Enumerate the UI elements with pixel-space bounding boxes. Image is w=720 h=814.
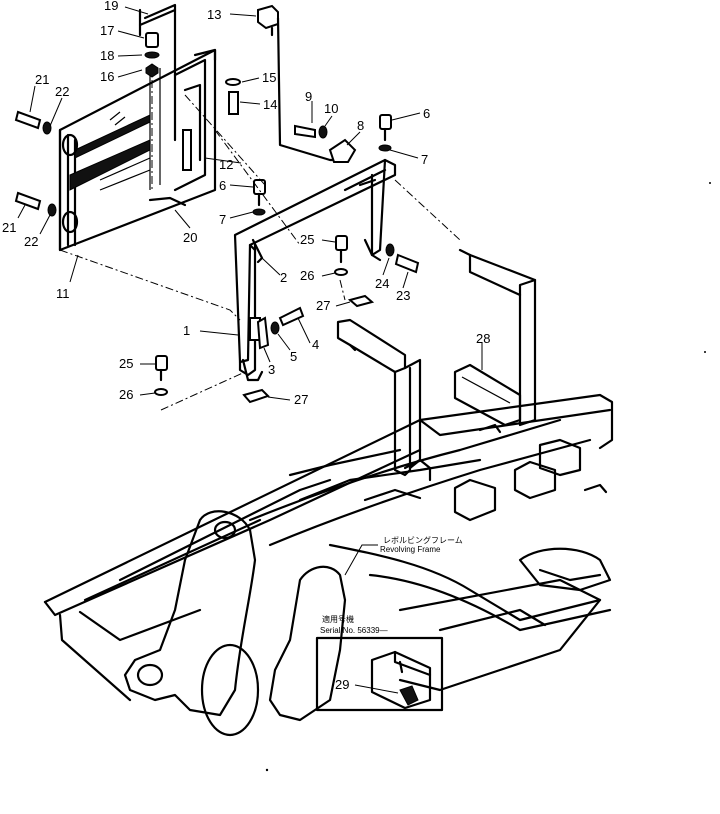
callout-3: 3 <box>268 362 275 377</box>
callout-27-top: 27 <box>316 298 330 313</box>
leader-lines <box>17 6 483 694</box>
callout-5: 5 <box>290 349 297 364</box>
callout-14: 14 <box>263 97 277 112</box>
callout-21-top: 21 <box>35 72 49 87</box>
rear-support <box>336 248 537 477</box>
callout-16: 16 <box>100 69 114 84</box>
callout-25-bottom: 25 <box>119 356 133 371</box>
frame-label-en: Revolving Frame <box>380 545 441 554</box>
revolving-frame <box>43 393 614 737</box>
lock-rod-19 <box>138 3 177 142</box>
inset-title-jp: 適用号機 <box>322 614 354 624</box>
scan-dots <box>265 182 711 772</box>
main-frame-1 <box>233 158 397 382</box>
callout-27-bottom: 27 <box>294 392 308 407</box>
callout-18: 18 <box>100 48 114 63</box>
callout-4: 4 <box>312 337 319 352</box>
callout-17: 17 <box>100 23 114 38</box>
frame-label-jp: レボルビングフレーム <box>383 535 463 545</box>
callout-20: 20 <box>183 230 197 245</box>
callout-22-bottom: 22 <box>24 234 38 249</box>
callout-21-bottom: 21 <box>2 220 16 235</box>
callout-8: 8 <box>357 118 364 133</box>
callout-10: 10 <box>324 101 338 116</box>
callout-29: 29 <box>335 677 349 692</box>
callout-19: 19 <box>104 0 118 13</box>
door-panel-11 <box>58 48 217 252</box>
callout-7-right: 7 <box>421 152 428 167</box>
callout-7-left: 7 <box>219 212 226 227</box>
plate-28 <box>453 363 522 427</box>
callout-22-top: 22 <box>55 84 69 99</box>
inset-serial: Serial No. 56339— <box>320 626 388 635</box>
inset-box: 適用号機 Serial No. 56339— <box>315 614 444 712</box>
frame-label: レボルビングフレーム Revolving Frame <box>344 535 463 576</box>
callout-26-top: 26 <box>300 268 314 283</box>
callout-24: 24 <box>375 276 389 291</box>
callout-2: 2 <box>280 270 287 285</box>
callout-6-left: 6 <box>219 178 226 193</box>
callout-15: 15 <box>262 70 276 85</box>
callouts: 1 2 3 4 5 6 6 7 7 8 9 10 11 12 13 14 15 … <box>2 0 490 692</box>
callout-26-bottom: 26 <box>119 387 133 402</box>
callout-25-top: 25 <box>300 232 314 247</box>
callout-23: 23 <box>396 288 410 303</box>
callout-13: 13 <box>207 7 221 22</box>
callout-11: 11 <box>56 286 70 301</box>
callout-12: 12 <box>219 157 233 172</box>
callout-28: 28 <box>476 331 490 346</box>
guide-lines <box>59 80 461 411</box>
callout-6-right: 6 <box>423 106 430 121</box>
callout-1: 1 <box>183 323 190 338</box>
callout-9: 9 <box>305 89 312 104</box>
hardware <box>14 4 420 404</box>
